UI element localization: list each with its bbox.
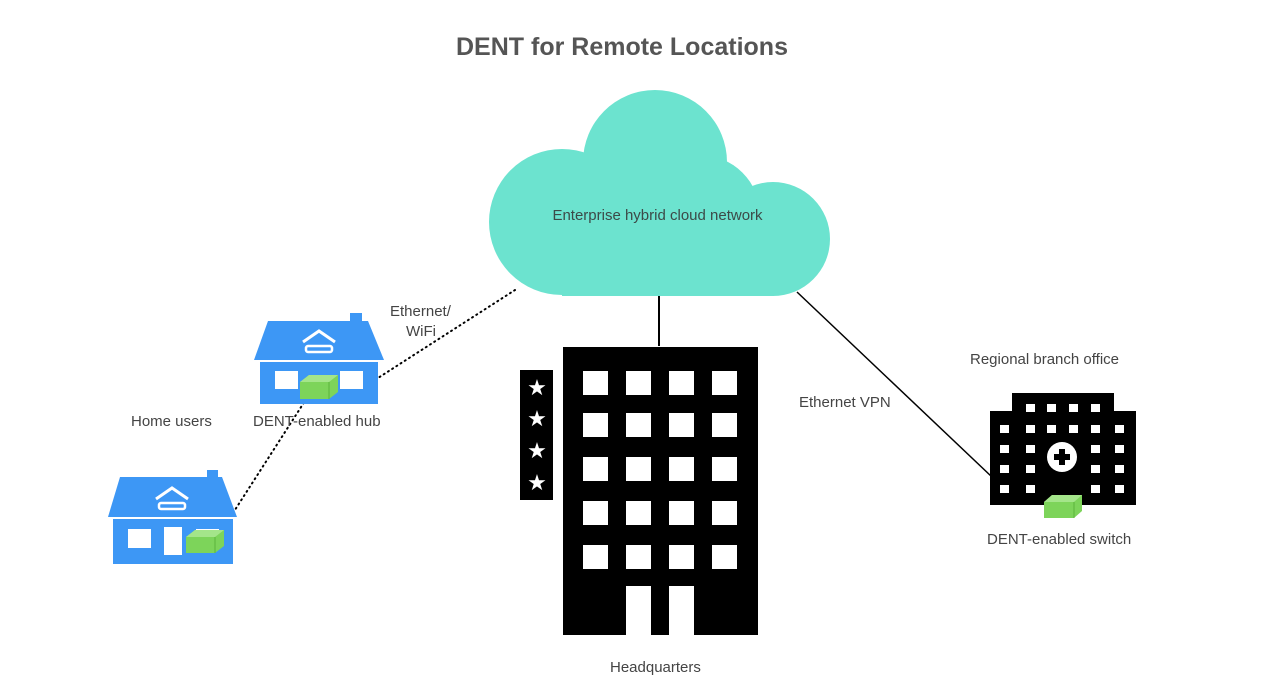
home-users-label: Home users xyxy=(131,413,212,430)
star-icon: ★ xyxy=(527,439,547,464)
cloud-label: Enterprise hybrid cloud network xyxy=(552,207,763,224)
cloud-shape xyxy=(489,90,830,296)
branch-office-label: Regional branch office xyxy=(970,351,1119,368)
dent-switch-label: DENT-enabled switch xyxy=(987,531,1132,548)
link-hub-home xyxy=(232,389,313,514)
link-cloud-branch xyxy=(796,291,993,478)
medical-cross-icon xyxy=(1047,442,1077,472)
star-icon: ★ xyxy=(527,471,547,496)
hotel-star-sign: ★ ★ ★ ★ xyxy=(520,370,553,500)
dent-home-device-icon xyxy=(186,530,224,553)
hub-house-icon xyxy=(254,313,384,404)
star-icon: ★ xyxy=(527,407,547,432)
dent-hub-label: DENT-enabled hub xyxy=(253,413,381,430)
headquarters-label: Headquarters xyxy=(610,659,701,676)
ethernet-wifi-label-line1: Ethernet/ xyxy=(390,303,451,320)
headquarters-building xyxy=(563,347,758,635)
ethernet-wifi-label-line2: WiFi xyxy=(406,323,436,340)
ethernet-vpn-label: Ethernet VPN xyxy=(799,394,891,411)
dent-switch-device-icon xyxy=(1044,495,1082,518)
dent-hub-device-icon xyxy=(300,375,338,399)
branch-office-building xyxy=(990,393,1136,505)
star-icon: ★ xyxy=(527,376,547,401)
link-cloud-hub xyxy=(377,289,516,379)
diagram-title: DENT for Remote Locations xyxy=(456,33,788,61)
